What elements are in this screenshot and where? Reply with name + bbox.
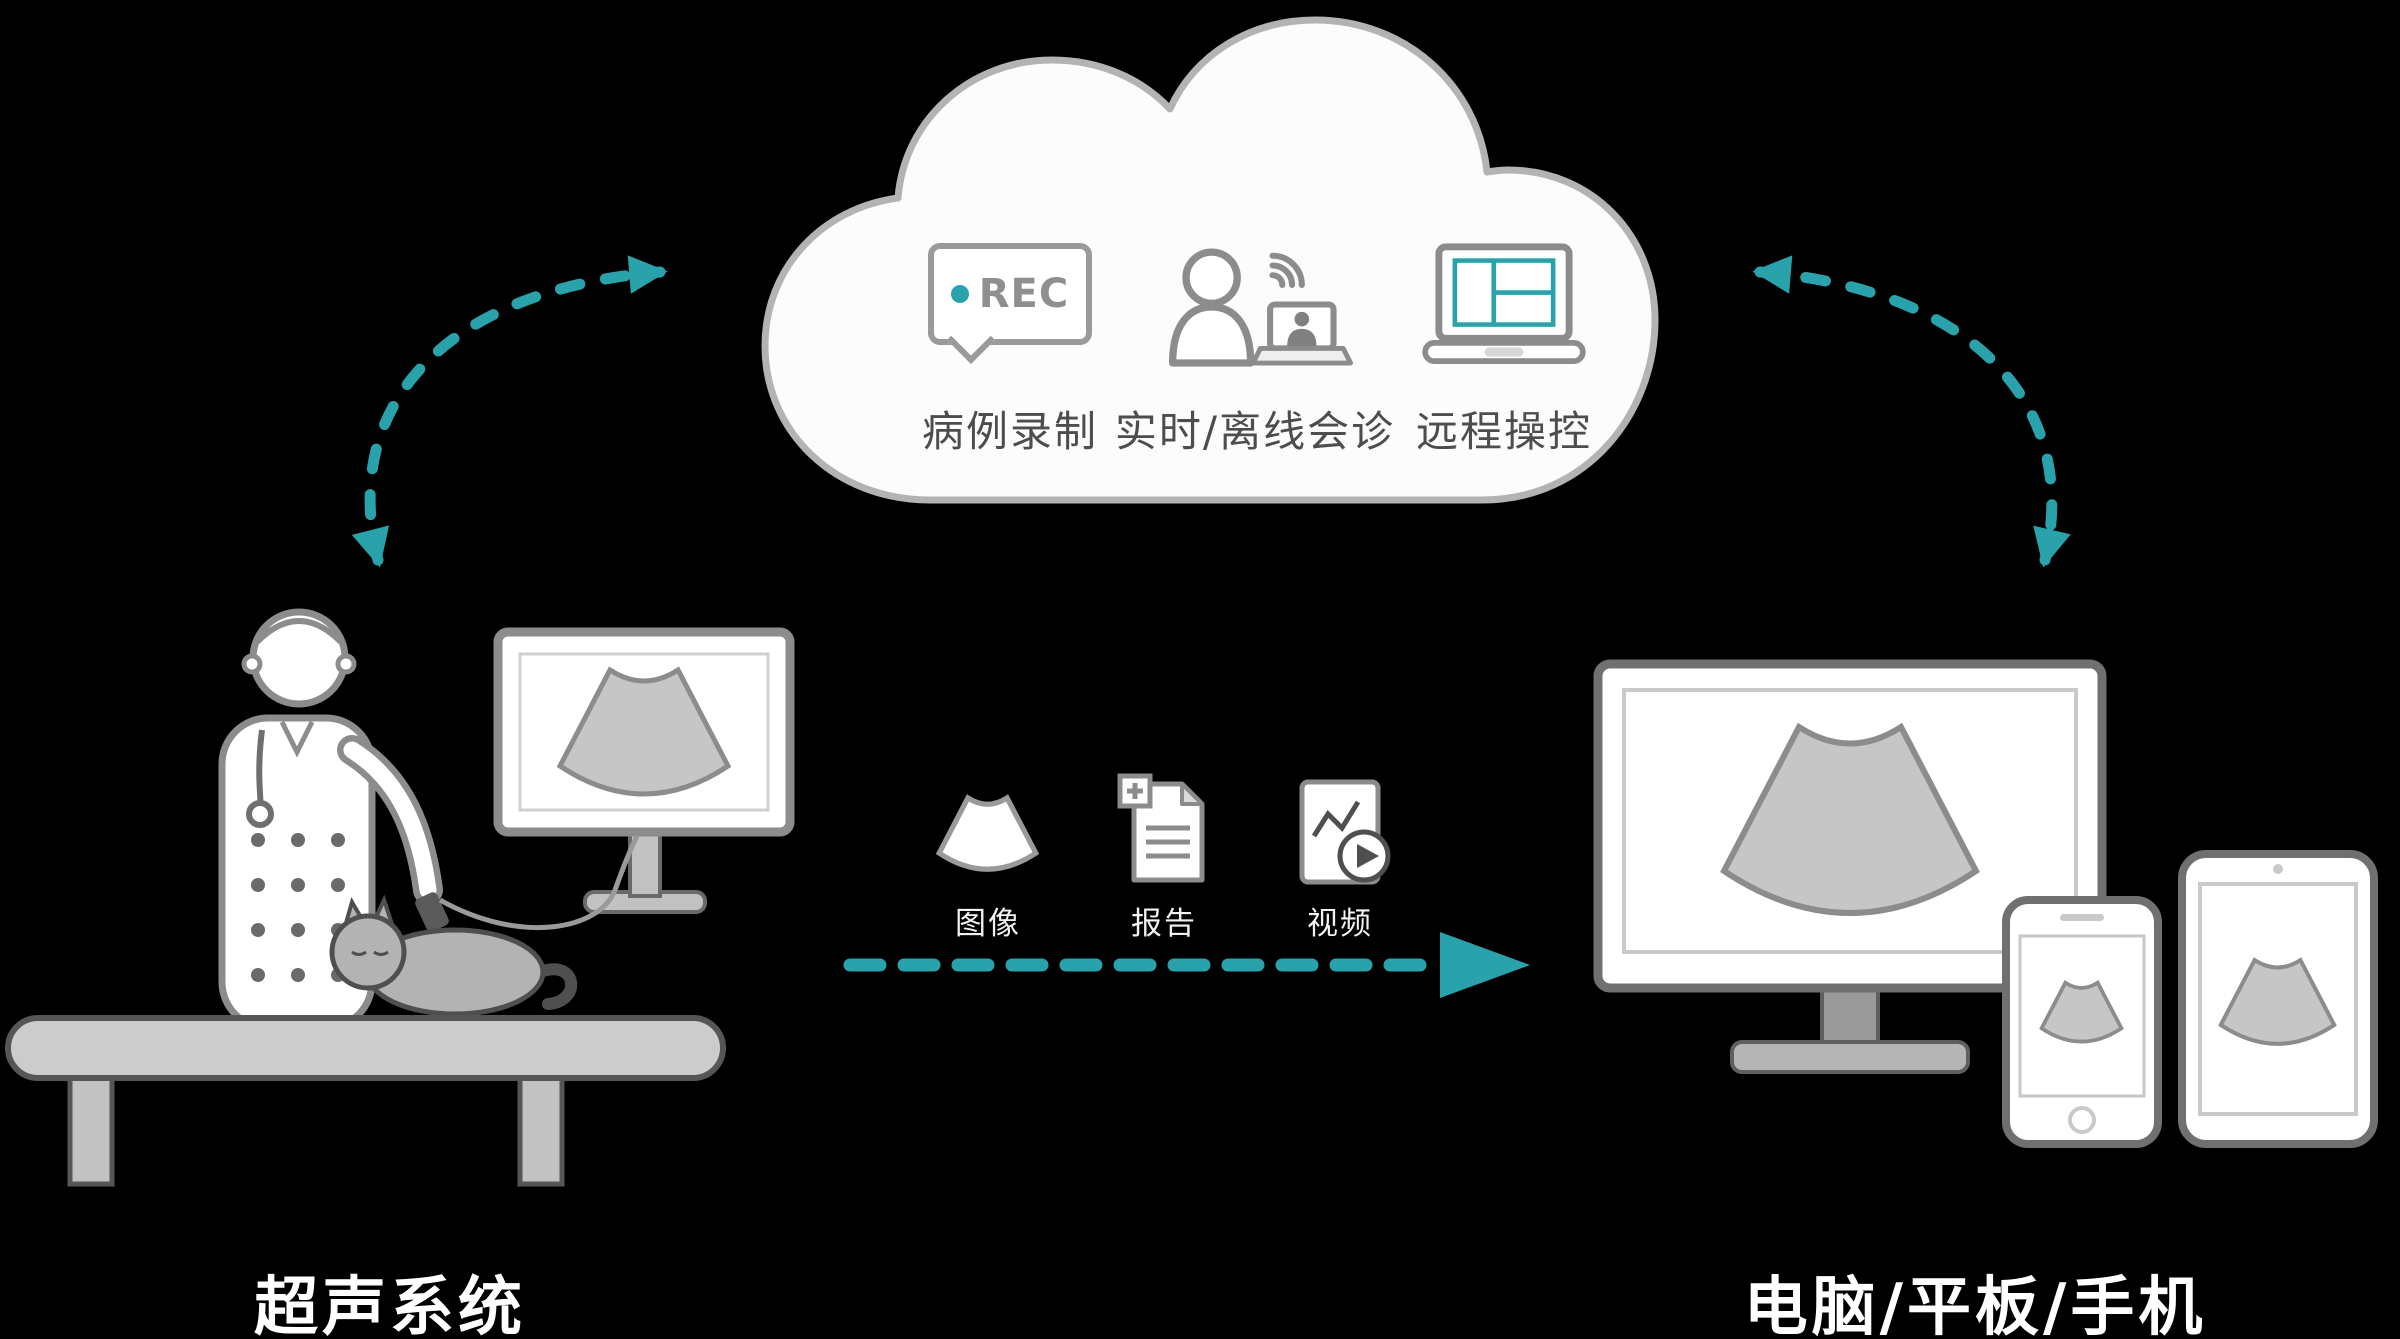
ultrasound-image-icon xyxy=(935,794,1040,872)
consultation-icon-box xyxy=(1158,220,1353,388)
home-button-icon xyxy=(2068,1106,2096,1134)
consultation-icon xyxy=(1168,247,1353,367)
ultrasound-system-illustration xyxy=(5,608,795,1187)
teal-screen-layout xyxy=(1452,258,1556,327)
devices-illustration xyxy=(1593,659,2378,1148)
transfer-item-report: 报告 xyxy=(1076,772,1252,943)
transfer-arrow xyxy=(843,932,1530,998)
rec-text: REC xyxy=(978,271,1070,317)
ultrasound-image xyxy=(1720,722,1980,916)
transfer-item-image: 图像 xyxy=(900,772,1076,943)
rec-bubble-icon: REC xyxy=(928,243,1092,345)
feature-remote-control: 远程操控 xyxy=(1374,220,1634,459)
cloud-shape: REC 病例录制 xyxy=(730,8,1690,538)
data-transfer-row: 图像 报告 视频 xyxy=(900,772,1428,943)
laptop-person-icon xyxy=(1250,300,1353,365)
left-cloud-arrow xyxy=(351,255,668,568)
play-icon xyxy=(1357,844,1379,868)
transfer-label-video: 视频 xyxy=(1307,906,1373,942)
ultrasound-monitor xyxy=(493,627,795,914)
camera-dot-icon xyxy=(2273,864,2283,874)
feature-label-remote-control: 远程操控 xyxy=(1415,407,1592,456)
arrowhead-icon xyxy=(1440,932,1530,998)
transfer-label-image: 图像 xyxy=(955,906,1021,942)
right-cloud-arrow xyxy=(1752,255,2071,568)
stethoscope-icon xyxy=(256,729,265,807)
report-icon xyxy=(1117,773,1205,883)
transfer-item-video: 视频 xyxy=(1252,772,1428,943)
rec-dot-icon xyxy=(950,285,969,303)
probe-cable xyxy=(438,834,640,930)
phone-device xyxy=(2002,896,2162,1148)
ultrasound-image xyxy=(2218,957,2337,1046)
speaker-icon xyxy=(2060,914,2104,921)
ultrasound-system-label: 超声系统 xyxy=(254,1271,526,1339)
feature-case-recording: REC 病例录制 xyxy=(880,220,1140,459)
ultrasound-image xyxy=(556,666,732,797)
exam-table xyxy=(5,1015,726,1187)
rec-icon-box: REC xyxy=(928,220,1092,388)
ultrasound-image xyxy=(2039,979,2124,1044)
feature-label-consultation: 实时/离线会诊 xyxy=(1114,407,1396,456)
transfer-label-report: 报告 xyxy=(1131,906,1197,942)
cat-illustration xyxy=(329,894,578,1017)
desktop-monitor xyxy=(1593,659,2107,1074)
devices-label: 电脑/平板/手机 xyxy=(1743,1271,2207,1339)
remote-control-icon xyxy=(1422,243,1586,364)
video-icon xyxy=(1299,779,1391,885)
feature-consultation: 实时/离线会诊 xyxy=(1105,220,1405,459)
tablet-device xyxy=(2178,850,2378,1148)
wifi-icon xyxy=(1269,252,1305,288)
remote-icon-box xyxy=(1418,220,1590,388)
feature-label-case-recording: 病例录制 xyxy=(921,407,1098,456)
